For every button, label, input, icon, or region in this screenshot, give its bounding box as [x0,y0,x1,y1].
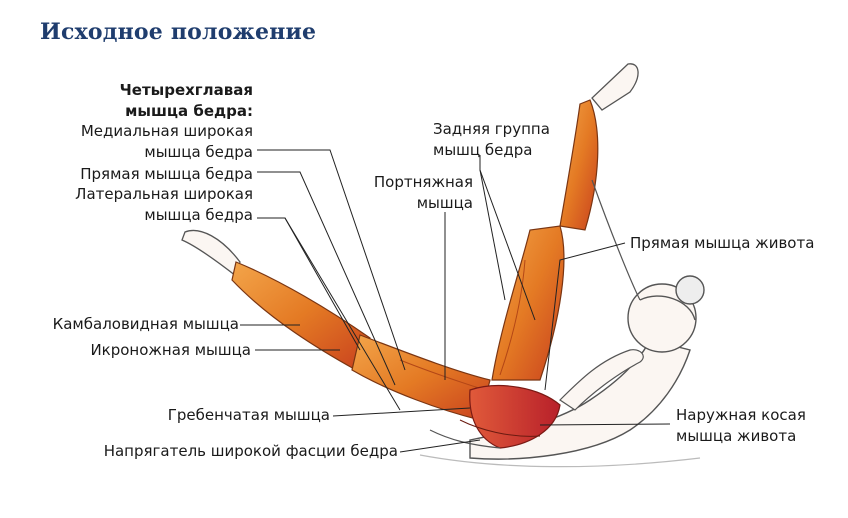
left-leg [181,229,491,421]
label-rectus-abdominis: Прямая мышца живота [630,234,815,252]
label-tfl: Напрягатель широкой фасции бедра [103,442,398,460]
head [627,275,705,353]
label-pectineus: Гребенчатая мышца [167,406,330,424]
hip-muscles [429,385,561,449]
label-rectus-femoris: Прямая мышца бедра [80,165,253,183]
label-gastrocnemius: Икроножная мышца [90,341,251,359]
right-leg [491,63,641,381]
label-quadriceps-header: Четырехглавая мышца бедра: [119,81,253,120]
leader-lines [240,149,671,453]
label-external-oblique: Наружная косая мышца живота [676,406,806,445]
page-title: Исходное положение [40,19,317,45]
floor-shadow [419,454,701,468]
label-sartorius: Портняжная мышца [373,173,473,212]
label-vastus-lateralis: Латеральная широкая мышца бедра [75,185,253,224]
label-hamstrings: Задняя группа мышц бедра [433,120,550,159]
arm [559,349,644,411]
label-vastus-medialis: Медиальная широкая мышца бедра [80,122,253,161]
label-soleus: Камбаловидная мышца [52,315,239,333]
